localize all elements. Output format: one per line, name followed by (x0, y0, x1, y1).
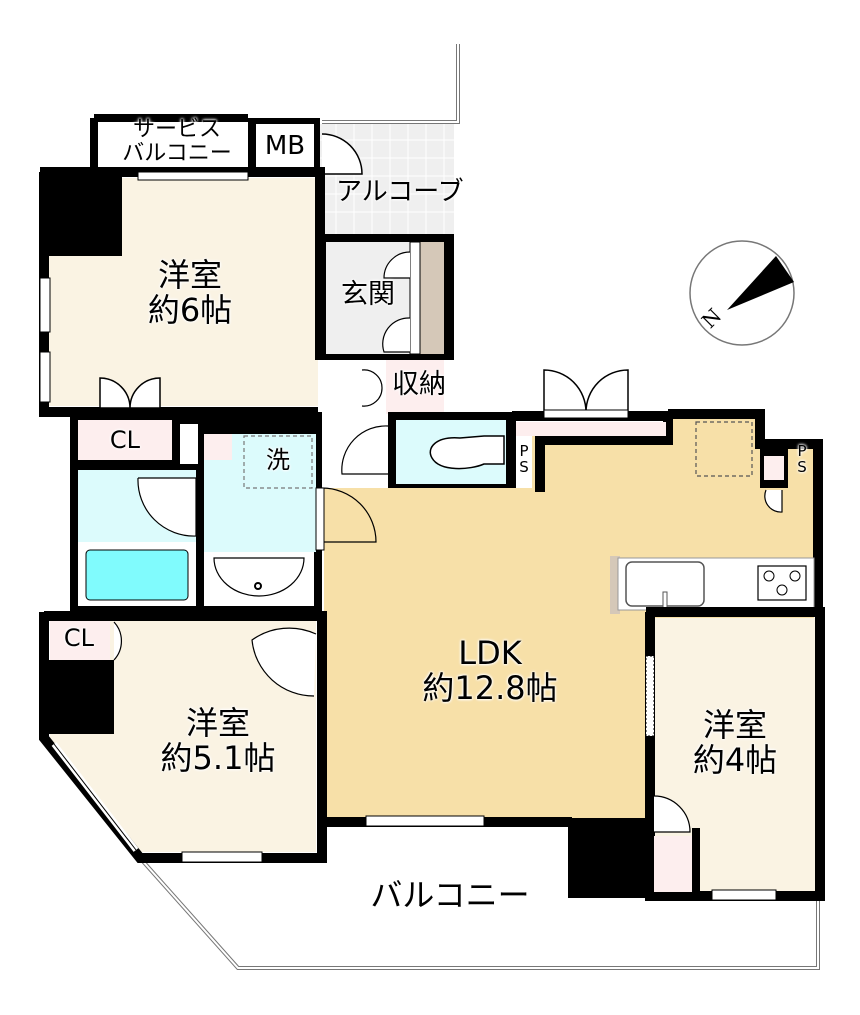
meter-box (256, 124, 314, 170)
mb-door-swing (321, 133, 363, 175)
room-type: 洋室 (702, 706, 767, 744)
ldk-storage (516, 422, 666, 436)
service-balcony-line2: バルコニー (122, 140, 232, 166)
bedroom-5-door (251, 627, 317, 697)
ps-line2: S (797, 457, 807, 476)
ldk-label: LDK 約12.8帖 (390, 636, 590, 705)
closet-2-label: CL (63, 624, 95, 652)
meter-box-label: MB (264, 131, 306, 161)
closet-double-door (99, 377, 161, 409)
ps-2-label: P S (792, 442, 812, 476)
storage-floor (386, 360, 444, 414)
toilet-icon (429, 435, 505, 470)
compass-icon (689, 240, 795, 346)
bedroom-5-label: 洋室 約5.1帖 (128, 706, 308, 775)
bedroom-5-floor (50, 620, 316, 852)
entrance-label: 玄関 (341, 279, 395, 310)
washbasin (213, 557, 305, 597)
entrance-door-swing-2 (382, 317, 411, 353)
closet-2-floor (50, 620, 110, 660)
ps-line1: P (797, 442, 807, 460)
shoe-box (420, 242, 444, 354)
ldk-double-door (543, 369, 629, 413)
ps-storage (764, 456, 784, 480)
ps-1-label: P S (514, 442, 534, 476)
alcove-railing (322, 44, 460, 124)
closet-1-label: CL (109, 426, 141, 454)
balcony-label: バルコニー (370, 876, 530, 914)
closet-2-door (113, 621, 123, 661)
bedroom-4-label: 洋室 約4帖 (660, 708, 810, 777)
washing-machine-space (243, 435, 313, 489)
service-balcony-floor (100, 118, 248, 176)
alcove-label: アルコーブ (336, 177, 464, 207)
bathtub (85, 549, 189, 601)
room-type: 洋室 (185, 704, 250, 742)
room-type: LDK (458, 634, 522, 672)
bath-door-swing (137, 477, 197, 537)
room-size: 約5.1帖 (160, 738, 276, 777)
room-size: 約4帖 (692, 740, 778, 779)
ceiling-hatch (695, 421, 753, 477)
entrance-door-swing-1 (383, 251, 411, 279)
wash-door-swing (321, 487, 377, 543)
ps-line2: S (519, 457, 529, 476)
room-type: 洋室 (157, 256, 222, 294)
ldk-lower-floor (324, 488, 646, 820)
storage-door-swing (361, 369, 383, 407)
service-balcony-line1: サービス (132, 117, 221, 142)
bedroom-6-label: 洋室 約6帖 (100, 258, 280, 327)
closet-1-floor (78, 420, 172, 460)
toilet-door-swing (341, 425, 389, 475)
room-size: 約6帖 (147, 290, 233, 329)
room-size: 約12.8帖 (422, 668, 558, 707)
ps-line1: P (519, 442, 529, 460)
storage-label: 収納 (392, 369, 446, 400)
kitchen-counter-edge (610, 556, 620, 614)
service-balcony-label: サービス バルコニー (106, 118, 248, 166)
bedroom-4-closet-door (653, 795, 691, 833)
washroom-label: 洗 (266, 446, 290, 474)
closet-3-floor (654, 836, 694, 892)
